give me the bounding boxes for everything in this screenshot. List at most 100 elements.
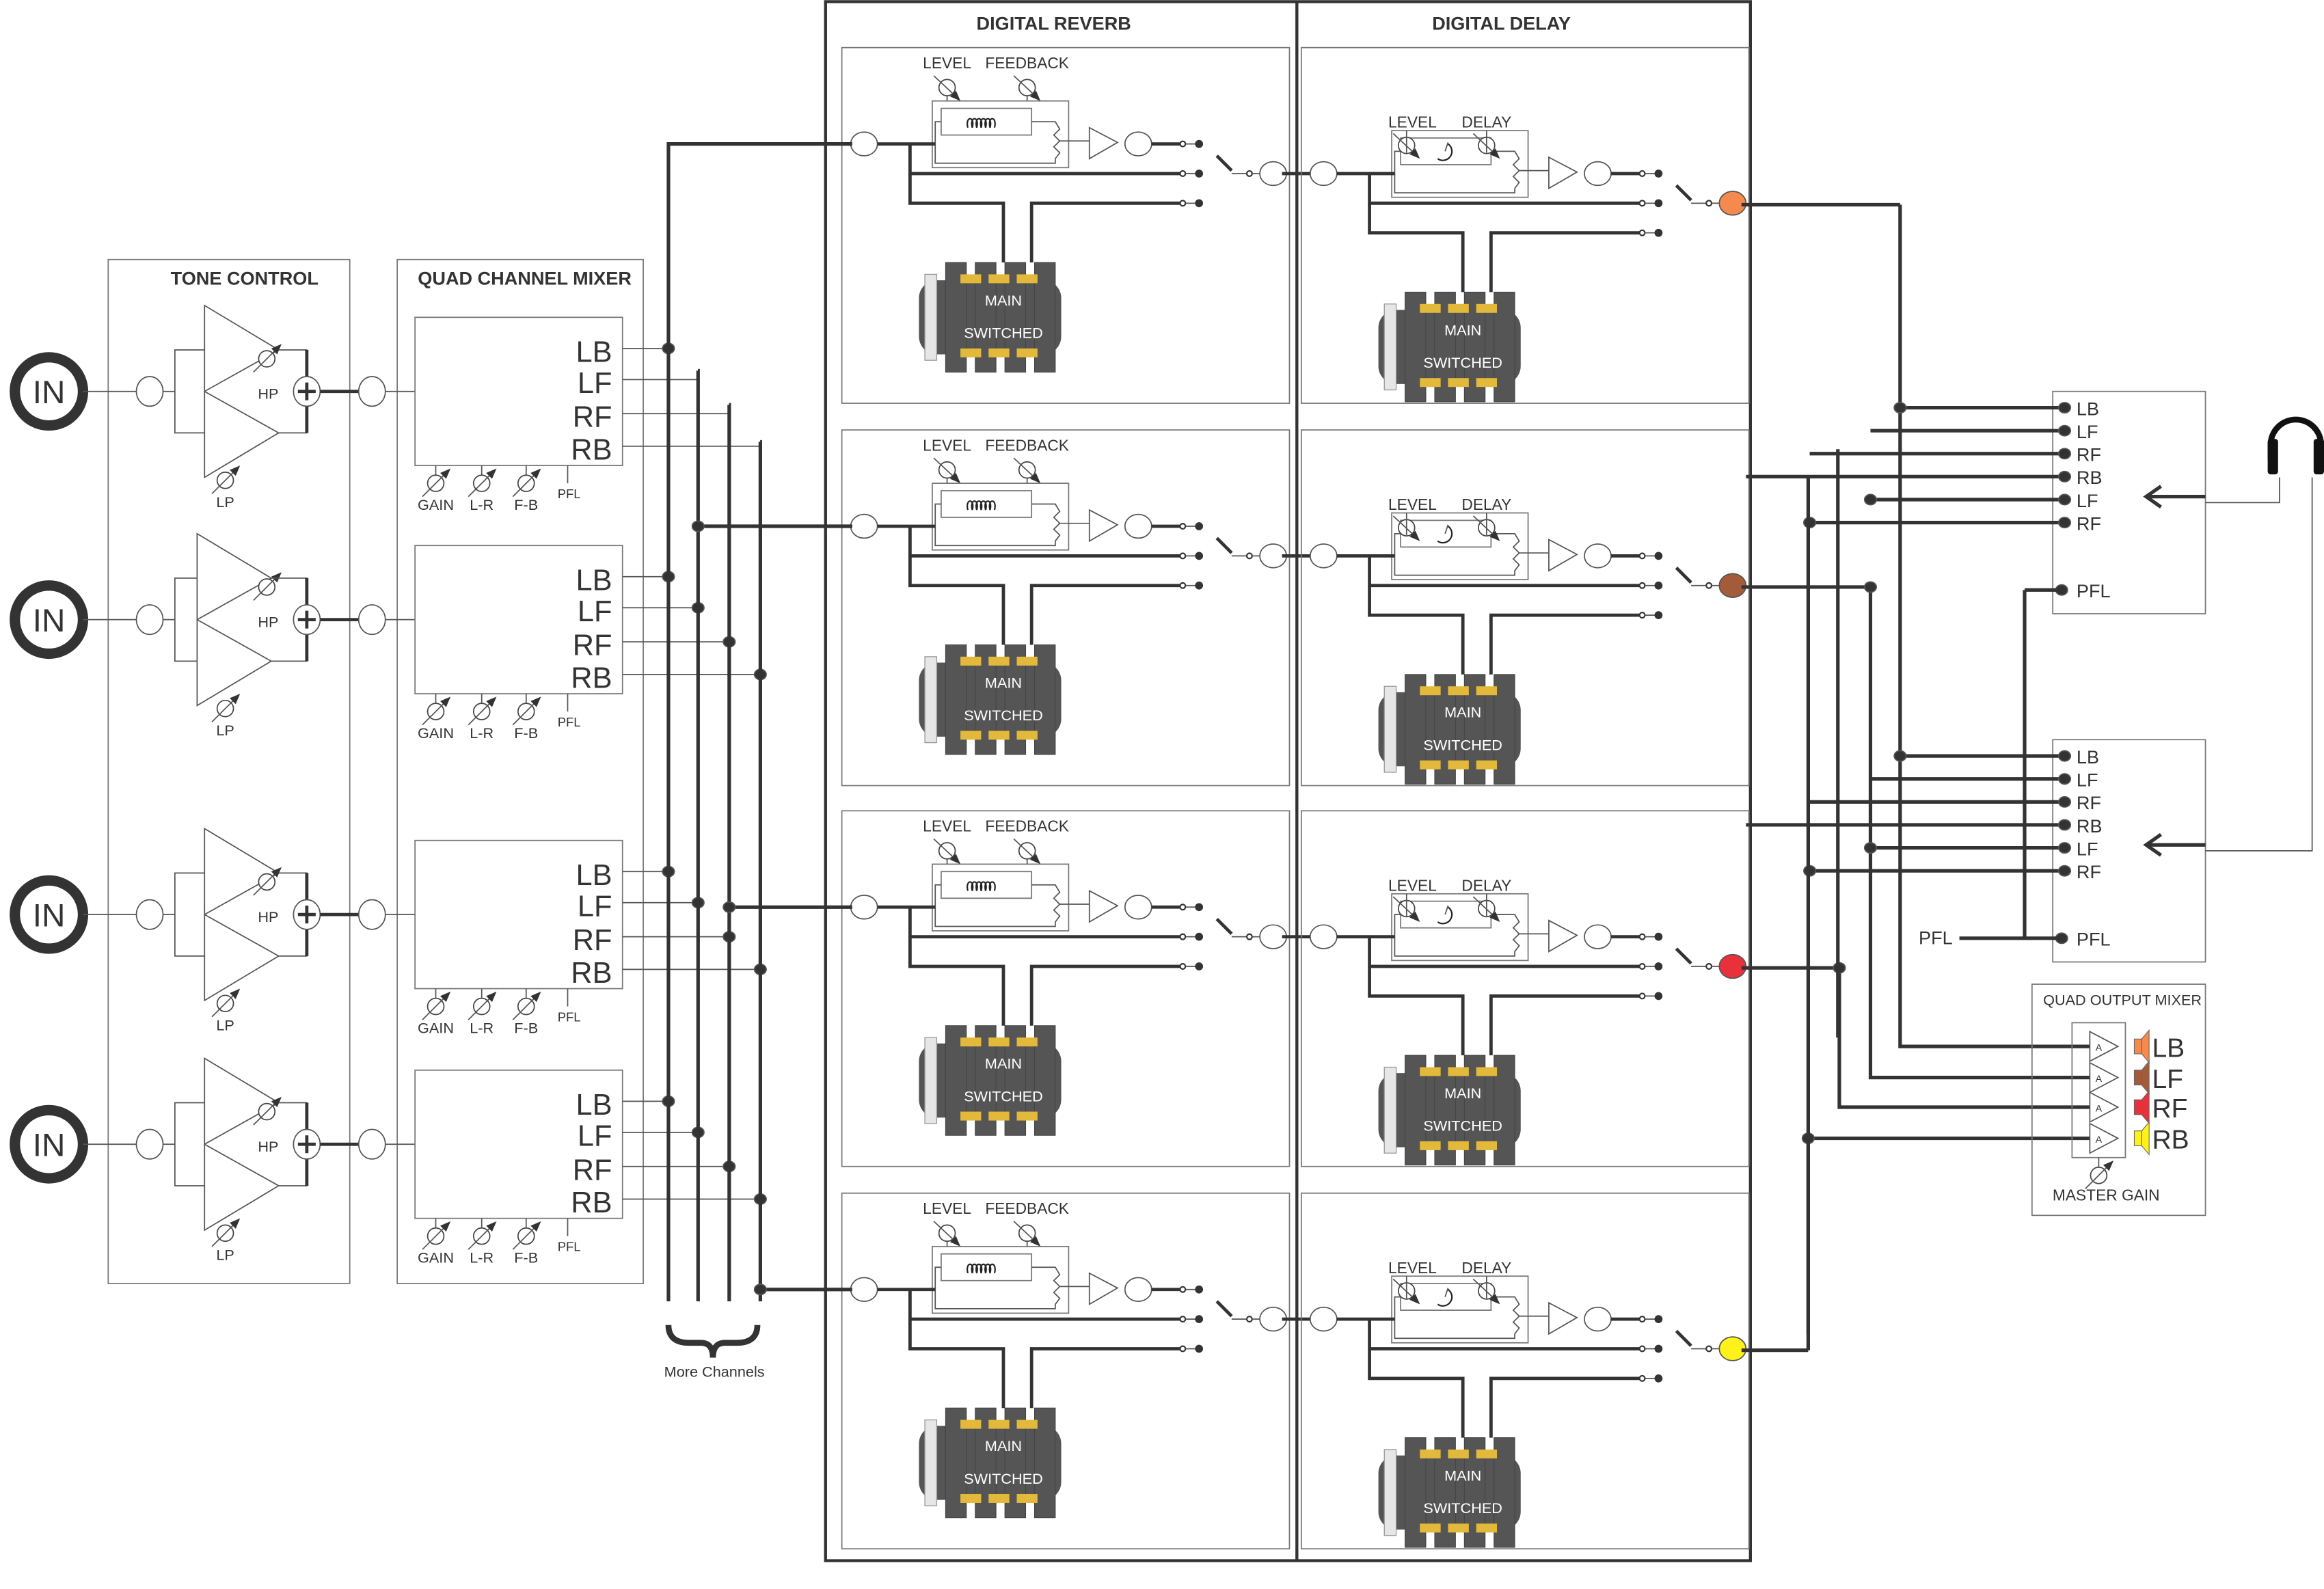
pedal-contact (1476, 1141, 1498, 1150)
switch-lever (1675, 567, 1692, 584)
variable-control-icon (1013, 838, 1041, 865)
pedal-contact (988, 1420, 1010, 1429)
pedal-contact (1420, 1141, 1441, 1150)
knob-arrowhead (1030, 90, 1041, 101)
arrow-left-icon (2143, 832, 2206, 857)
switch-common-contact (1245, 552, 1253, 560)
lowpass-filter-icon (204, 1143, 280, 1232)
delay-input-node (1309, 543, 1338, 569)
mixer-output-rf: RF (573, 401, 612, 434)
pedal-main-label: MAIN (1444, 321, 1481, 338)
junction-dot (1863, 581, 1878, 593)
knob-arrow-line (512, 1225, 537, 1250)
pedal-contact (1476, 686, 1498, 696)
clock-arc (1437, 143, 1453, 161)
delay-level-label: LEVEL (1388, 876, 1437, 894)
variable-control-icon (2085, 1160, 2114, 1189)
pedal-return (1029, 201, 1182, 263)
pedal-contact (1448, 1523, 1469, 1533)
potentiometer-icon (934, 121, 1061, 164)
knob-arrowhead (1030, 472, 1041, 484)
delay-level-label: LEVEL (1388, 495, 1437, 513)
highpass-filter-icon (196, 532, 273, 621)
quad-channel-mixer-title: QUAD CHANNEL MIXER (418, 268, 632, 289)
output-label-rb: RB (2152, 1126, 2189, 1155)
hp-label: HP (258, 1138, 278, 1155)
monitor-pfl-label: PFL (2077, 929, 2111, 950)
pedal-contact (1420, 303, 1441, 313)
switch-contact-dot (1195, 962, 1204, 970)
headphones-icon (2267, 416, 2324, 475)
switch-contact (1179, 1345, 1187, 1353)
knob-arrow-line (468, 995, 493, 1020)
spring-coil (967, 500, 996, 511)
pedal-main-label: MAIN (1444, 704, 1481, 721)
knob-arrow-line (1472, 133, 1496, 155)
variable-control-icon (422, 468, 451, 498)
monitor-input-lf: LF (2077, 490, 2098, 511)
pedal-switched-label: SWITCHED (1423, 354, 1502, 371)
monitor-input-dot (2057, 819, 2072, 831)
spring-coil (967, 1263, 996, 1274)
reverb-wet-node (1124, 1277, 1152, 1302)
monitor-input-dot (2057, 865, 2072, 877)
input-label: IN (33, 897, 66, 934)
monitor-input-dot (2057, 796, 2072, 808)
delay-level-label: LEVEL (1388, 113, 1437, 131)
reverb-feedback-label: FEEDBACK (985, 436, 1069, 454)
selector-switch-icon (1675, 184, 1721, 207)
amp-label: A (2096, 1042, 2103, 1053)
pedal-main-label: MAIN (985, 1437, 1022, 1454)
earcup-right (2313, 439, 2324, 475)
knob-arrow-line (2085, 1164, 2110, 1189)
switch-contact (1638, 229, 1646, 236)
mixer-output-lf: LF (578, 367, 612, 400)
input-node (135, 376, 164, 407)
amp-label: A (2096, 1134, 2103, 1145)
headphone-cable (2205, 477, 2280, 504)
pedal-contact (960, 348, 982, 357)
digital-reverb-section: DIGITAL REVERB (977, 13, 1131, 34)
reverb-cell (841, 1192, 1291, 1550)
feed (934, 884, 941, 908)
switch-lever (1215, 917, 1233, 936)
quad-channel-mixer-section: QUAD CHANNEL MIXER (396, 258, 644, 1284)
variable-control-icon (1013, 1221, 1041, 1247)
output-mixer-frame (2031, 983, 2206, 1217)
feed (1394, 150, 1401, 174)
switch-contact (1638, 1345, 1646, 1353)
delay-processor (1391, 1275, 1529, 1344)
switch-contact (1638, 1316, 1646, 1323)
bus-junction (1893, 750, 1907, 762)
pedal-return (1029, 584, 1182, 645)
knob-arrowhead (230, 694, 241, 705)
switch-lever (1675, 947, 1692, 965)
amplifier-icon (2089, 1031, 2120, 1063)
pedal-main-label: MAIN (985, 1055, 1022, 1072)
switch-contact-dot (1654, 1315, 1663, 1323)
pedal-contact (1476, 760, 1498, 770)
clock-arc (1437, 906, 1453, 925)
variable-control-icon (468, 696, 497, 726)
knob-arrow-line (1472, 896, 1496, 919)
variable-control-icon (933, 838, 961, 865)
pedal-rib (1033, 644, 1056, 755)
mixer-input-node (357, 376, 386, 407)
bus-junction (753, 1284, 767, 1296)
monitor-input-dot (2057, 424, 2072, 437)
delay-cell (1300, 1192, 1750, 1550)
hp-label: HP (258, 613, 278, 630)
speaker-magnet (2133, 1130, 2142, 1146)
reverb-feedback-label: FEEDBACK (985, 54, 1069, 72)
amplifier-icon (2089, 1091, 2120, 1124)
switch-contact-dot (1654, 962, 1663, 970)
potentiometer-icon (934, 1266, 1061, 1309)
clock-hand (1444, 524, 1449, 534)
lf-output-bus (1868, 586, 2090, 1080)
hp-label: HP (258, 908, 278, 925)
output-label-lb: LB (2152, 1033, 2185, 1063)
pedal-rib (1494, 291, 1515, 403)
knob-arrow-line (211, 1222, 237, 1247)
